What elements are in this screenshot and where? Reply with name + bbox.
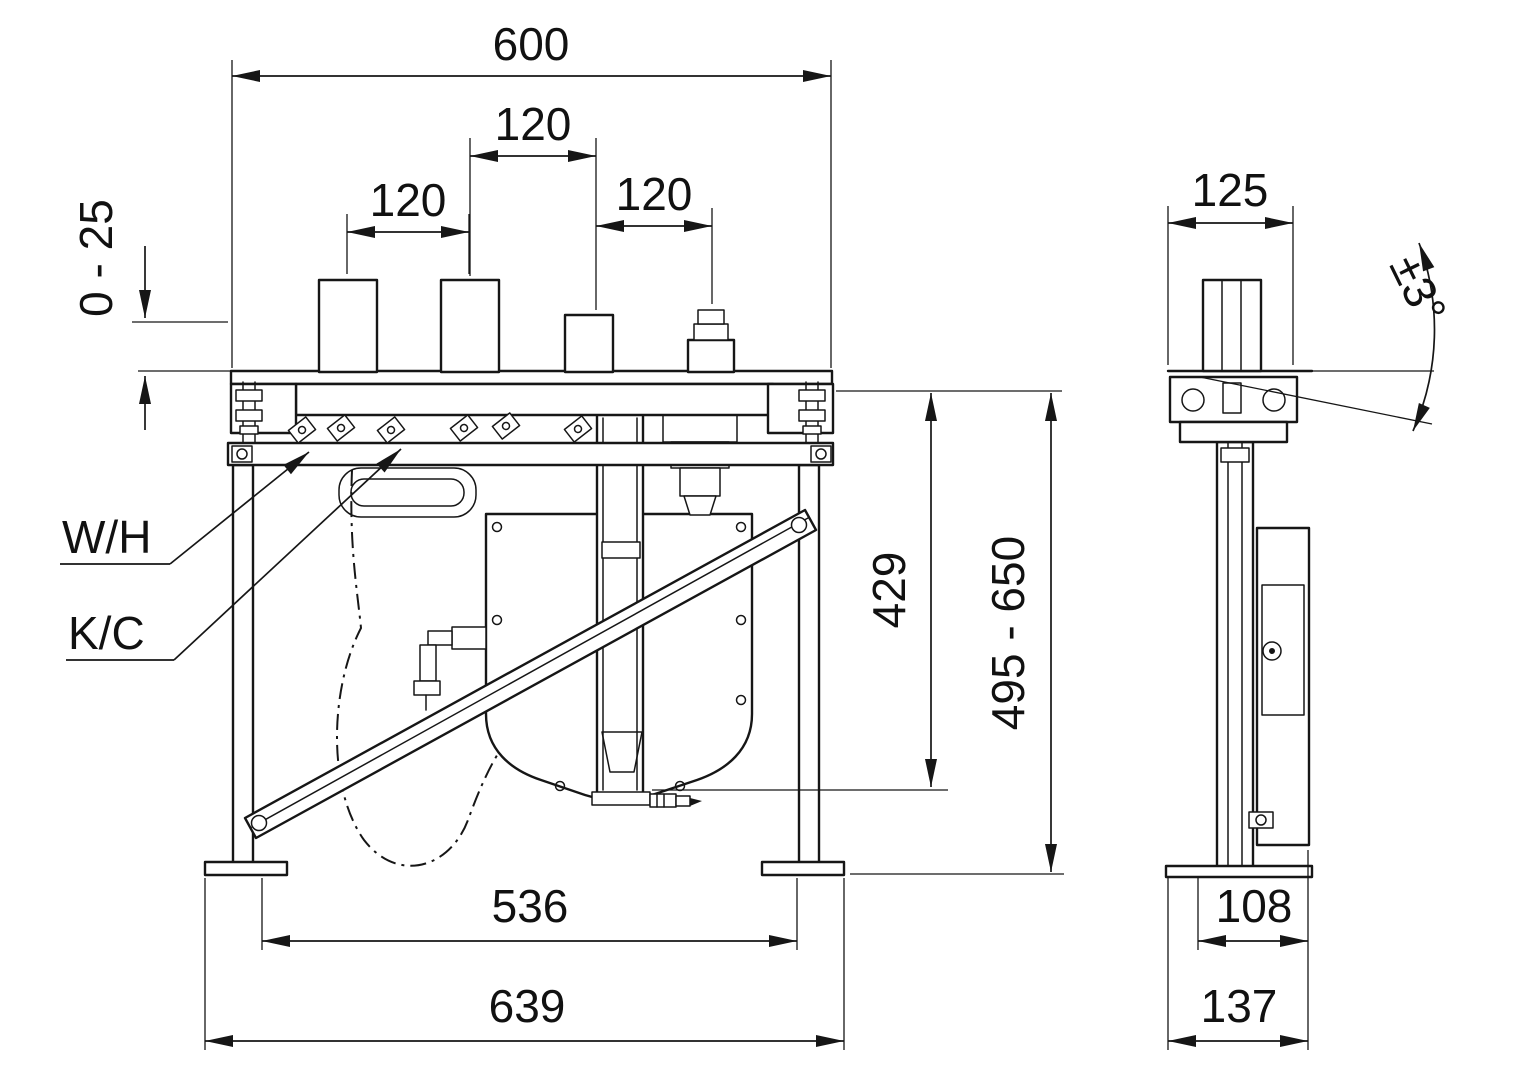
tank-bolt [735, 521, 747, 533]
right-foot [760, 860, 846, 877]
dim-125: 125 [1167, 164, 1294, 365]
tilt-line [1199, 376, 1433, 425]
pipe-clip [563, 415, 593, 443]
side-foot [1164, 864, 1314, 879]
tank-bolt [491, 521, 503, 533]
tank-bolt [735, 614, 747, 626]
dim-639: 639 [204, 878, 845, 1050]
tank-bolt [735, 694, 747, 706]
callout-kc: K/C [66, 448, 402, 661]
left-rail-pad [231, 445, 253, 463]
dim-125-label: 125 [1192, 164, 1269, 216]
callout-wh-label: W/H [62, 511, 151, 563]
channel-slot [601, 541, 641, 559]
tank-bolt [554, 780, 566, 792]
dim-137-label: 137 [1201, 980, 1278, 1032]
callout-kc-label: K/C [68, 607, 145, 659]
left-leg [231, 463, 255, 865]
mounting-stud-right [563, 313, 615, 374]
upper-rail [294, 382, 775, 417]
pipe-clip [326, 414, 356, 442]
dim-120-right: 120 [596, 168, 713, 304]
dim-429-label: 429 [863, 552, 915, 629]
dim-536: 536 [261, 878, 798, 950]
angle-arc [1412, 242, 1436, 432]
pipe-clip [376, 416, 406, 444]
left-adjuster-bolt [235, 381, 263, 443]
dim-536-label: 536 [492, 880, 569, 932]
dim-108: 108 [1197, 850, 1309, 1050]
dim-0-25: 0 - 25 [70, 199, 228, 430]
drain-funnel [601, 731, 643, 773]
pipe-clip [449, 414, 479, 442]
callout-wh: W/H [60, 451, 310, 565]
drain-hose [336, 469, 525, 867]
side-plate [1248, 526, 1311, 847]
side-bracket [1168, 375, 1299, 444]
mounting-frame [226, 381, 835, 467]
dim-120-left: 120 [346, 174, 470, 274]
dim-120-right-label: 120 [616, 168, 693, 220]
push-fitting [686, 309, 736, 374]
dim-495-650-label: 495 - 650 [982, 536, 1034, 730]
front-view: 600 120 120 120 0 - 25 429 [60, 18, 1064, 1050]
dim-0-25-label: 0 - 25 [70, 199, 122, 317]
brace-bolt-top [790, 516, 808, 534]
dim-120-left-label: 120 [370, 174, 447, 226]
mounting-stud-left [317, 278, 379, 374]
side-view: ±3° 125 108 137 [1164, 164, 1457, 1050]
side-column [1215, 440, 1255, 870]
diagonal-brace [243, 508, 818, 840]
side-stud [1201, 278, 1263, 373]
dim-429: 429 [652, 390, 1062, 791]
dim-108-label: 108 [1216, 880, 1293, 932]
bracket-bolt [1262, 388, 1286, 412]
side-rail [1178, 420, 1289, 444]
dim-137: 137 [1167, 878, 1308, 1050]
right-adjuster-bolt [798, 381, 826, 443]
elbow-fitting [413, 626, 487, 711]
dim-120-center-label: 120 [495, 98, 572, 150]
dim-495-650: 495 - 650 [850, 393, 1064, 875]
brace-bolt-bottom [250, 814, 268, 832]
dim-639-label: 639 [489, 980, 566, 1032]
bracket-bolt [1181, 388, 1205, 412]
lower-rail [226, 441, 835, 467]
mounting-stud-center [439, 278, 501, 374]
dim-600: 600 [231, 18, 832, 368]
dim-120-center: 120 [469, 98, 597, 310]
pipe-clip [287, 416, 317, 444]
left-foot [203, 860, 289, 877]
drain-outlet [591, 791, 702, 808]
right-rail-pad [810, 445, 832, 463]
tank-bolt [491, 614, 503, 626]
angle-3deg-label: ±3° [1380, 246, 1457, 331]
dim-600-label: 600 [493, 18, 570, 70]
carry-handle [338, 467, 477, 518]
pipe-clip [491, 412, 521, 440]
column-nut [1220, 447, 1250, 463]
